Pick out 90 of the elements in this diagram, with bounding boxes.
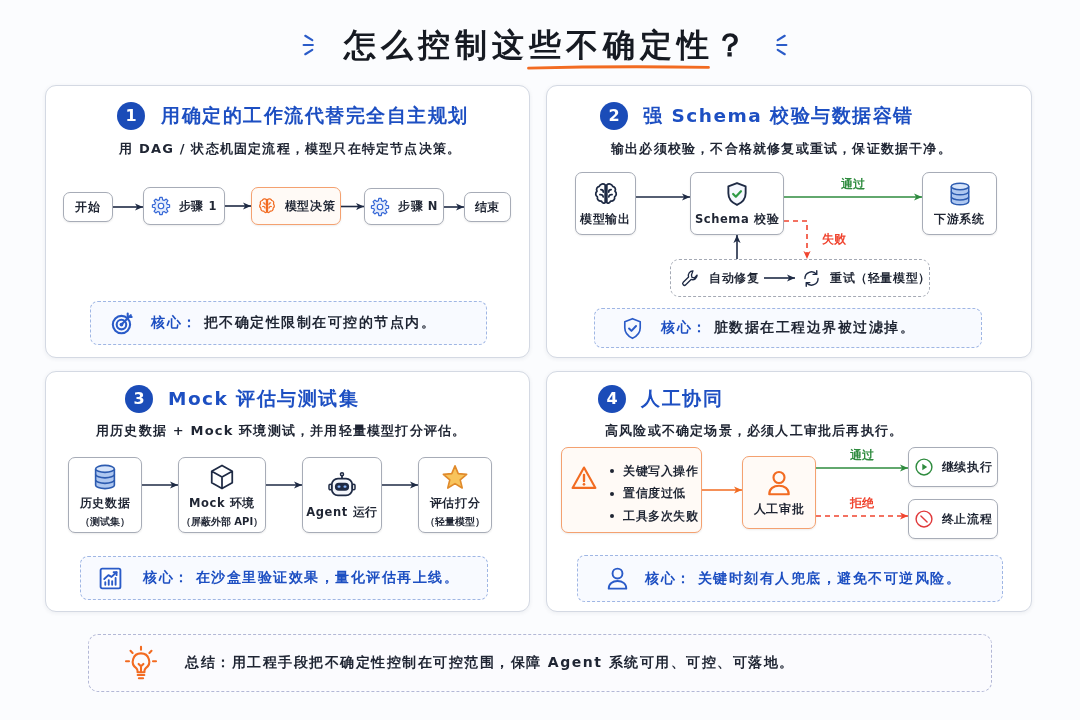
- system-box: [922, 172, 997, 235]
- arrow: [733, 234, 741, 260]
- box-label: 历史数据: [79, 495, 131, 511]
- arrow: [112, 203, 144, 211]
- box-sublabel: （屏蔽外部 API）: [180, 514, 264, 529]
- process-box: [690, 172, 784, 235]
- box-label: 终止流程: [941, 511, 993, 527]
- key-point-label: 核心：: [645, 569, 692, 588]
- section-subtitle: 输出必须校验，不合格就修复或重试，保证数据干净。: [611, 140, 952, 158]
- summary-text: 总结：用工程手段把不确定性控制在可控范围，保障 Agent 系统可用、可控、可落地。: [185, 654, 795, 672]
- edge-label: 拒绝: [847, 495, 877, 511]
- risk-list-box: [561, 447, 702, 533]
- process-box: [908, 499, 998, 539]
- section-card: [45, 371, 530, 612]
- process-box: [908, 447, 998, 487]
- key-point-text: 在沙盒里验证效果，量化评估再上线。: [195, 569, 459, 587]
- box-label: Agent 运行: [306, 504, 378, 520]
- box-label: 模型输出: [580, 212, 631, 227]
- arrow: [265, 481, 303, 489]
- list-item: 工具多次失败: [623, 508, 699, 524]
- box-label: 继续执行: [941, 459, 993, 475]
- page-title: 怎么控制这些不确定性？: [343, 26, 751, 64]
- key-point-box: [80, 556, 488, 600]
- list-item: 关键写入操作: [623, 463, 699, 479]
- key-point-text: 把不确定性限制在可控的节点内。: [203, 314, 436, 332]
- dashed-group-box: [670, 259, 930, 297]
- box-label: 开始: [75, 199, 101, 215]
- key-point-label: 核心：: [151, 314, 198, 332]
- process-box: [364, 188, 444, 225]
- terminal-box: [63, 192, 113, 222]
- process-box: [143, 187, 225, 225]
- dashed-arrow: [815, 512, 909, 520]
- section-heading: 用确定的工作流代替完全自主规划: [161, 104, 469, 128]
- box-label: 下游系统: [934, 212, 985, 227]
- terminal-box: [464, 192, 511, 222]
- process-box: [302, 457, 382, 533]
- section-subtitle: 用 DAG / 状态机固定流程，模型只在特定节点决策。: [119, 140, 462, 158]
- edge-label: 失败: [819, 231, 849, 247]
- section-subtitle: 用历史数据 + Mock 环境测试，并用轻量模型打分评估。: [96, 422, 467, 440]
- section-number: 2: [600, 102, 628, 130]
- section-number: 1: [117, 102, 145, 130]
- key-point-box: [577, 555, 1003, 602]
- box-label: Schema 校验: [694, 212, 780, 227]
- arrow: [763, 274, 796, 282]
- arrow: [701, 486, 743, 494]
- section-card: [546, 85, 1032, 358]
- box-label: 人工审批: [753, 502, 805, 517]
- edge-label: 通过: [838, 176, 868, 192]
- arrow: [443, 203, 465, 211]
- key-point-box: [594, 308, 982, 348]
- arrow: [635, 193, 691, 201]
- process-box: [575, 172, 636, 235]
- edge-label: 通过: [847, 447, 877, 463]
- box-label: 步骤 1: [178, 198, 218, 214]
- arrow: [783, 193, 923, 201]
- box-label: 评估打分: [429, 495, 481, 511]
- section-heading: 强 Schema 校验与数据容错: [643, 104, 914, 128]
- key-point-label: 核心：: [143, 569, 190, 587]
- summary-box: [88, 634, 992, 692]
- section-card: [546, 371, 1032, 612]
- section-heading: Mock 评估与测试集: [168, 387, 360, 411]
- box-label: 模型决策: [284, 198, 336, 214]
- box-label: 步骤 N: [398, 199, 438, 214]
- process-box: [68, 457, 142, 533]
- arrow: [224, 202, 252, 210]
- key-point-label: 核心：: [661, 319, 708, 337]
- section-number: 4: [598, 385, 626, 413]
- arrow: [340, 202, 365, 211]
- key-point-box: [90, 301, 487, 345]
- key-point-text: 关键时刻有人兜底，避免不可逆风险。: [697, 569, 961, 588]
- step-label: 自动修复: [709, 270, 760, 286]
- process-box: [418, 457, 492, 533]
- arrow: [141, 481, 179, 489]
- step-label: 重试（轻量模型）: [830, 270, 931, 286]
- arrow: [381, 481, 419, 489]
- list-item: 置信度过低: [623, 486, 686, 502]
- arrow: [815, 464, 909, 472]
- process-box: [178, 457, 266, 533]
- dashed-arrow: [783, 220, 811, 260]
- box-label: 结束: [474, 199, 501, 215]
- approval-box: [742, 456, 816, 529]
- section-heading: 人工协同: [641, 387, 723, 411]
- key-point-text: 脏数据在工程边界被过滤掉。: [713, 319, 915, 337]
- section-card: [45, 85, 530, 358]
- box-sublabel: （轻量模型）: [425, 514, 485, 529]
- decision-box: [251, 187, 341, 225]
- box-sublabel: （测试集）: [80, 514, 130, 529]
- box-label: Mock 环境: [189, 495, 255, 511]
- section-subtitle: 高风险或不确定场景，必须人工审批后再执行。: [605, 422, 904, 440]
- section-number: 3: [125, 385, 153, 413]
